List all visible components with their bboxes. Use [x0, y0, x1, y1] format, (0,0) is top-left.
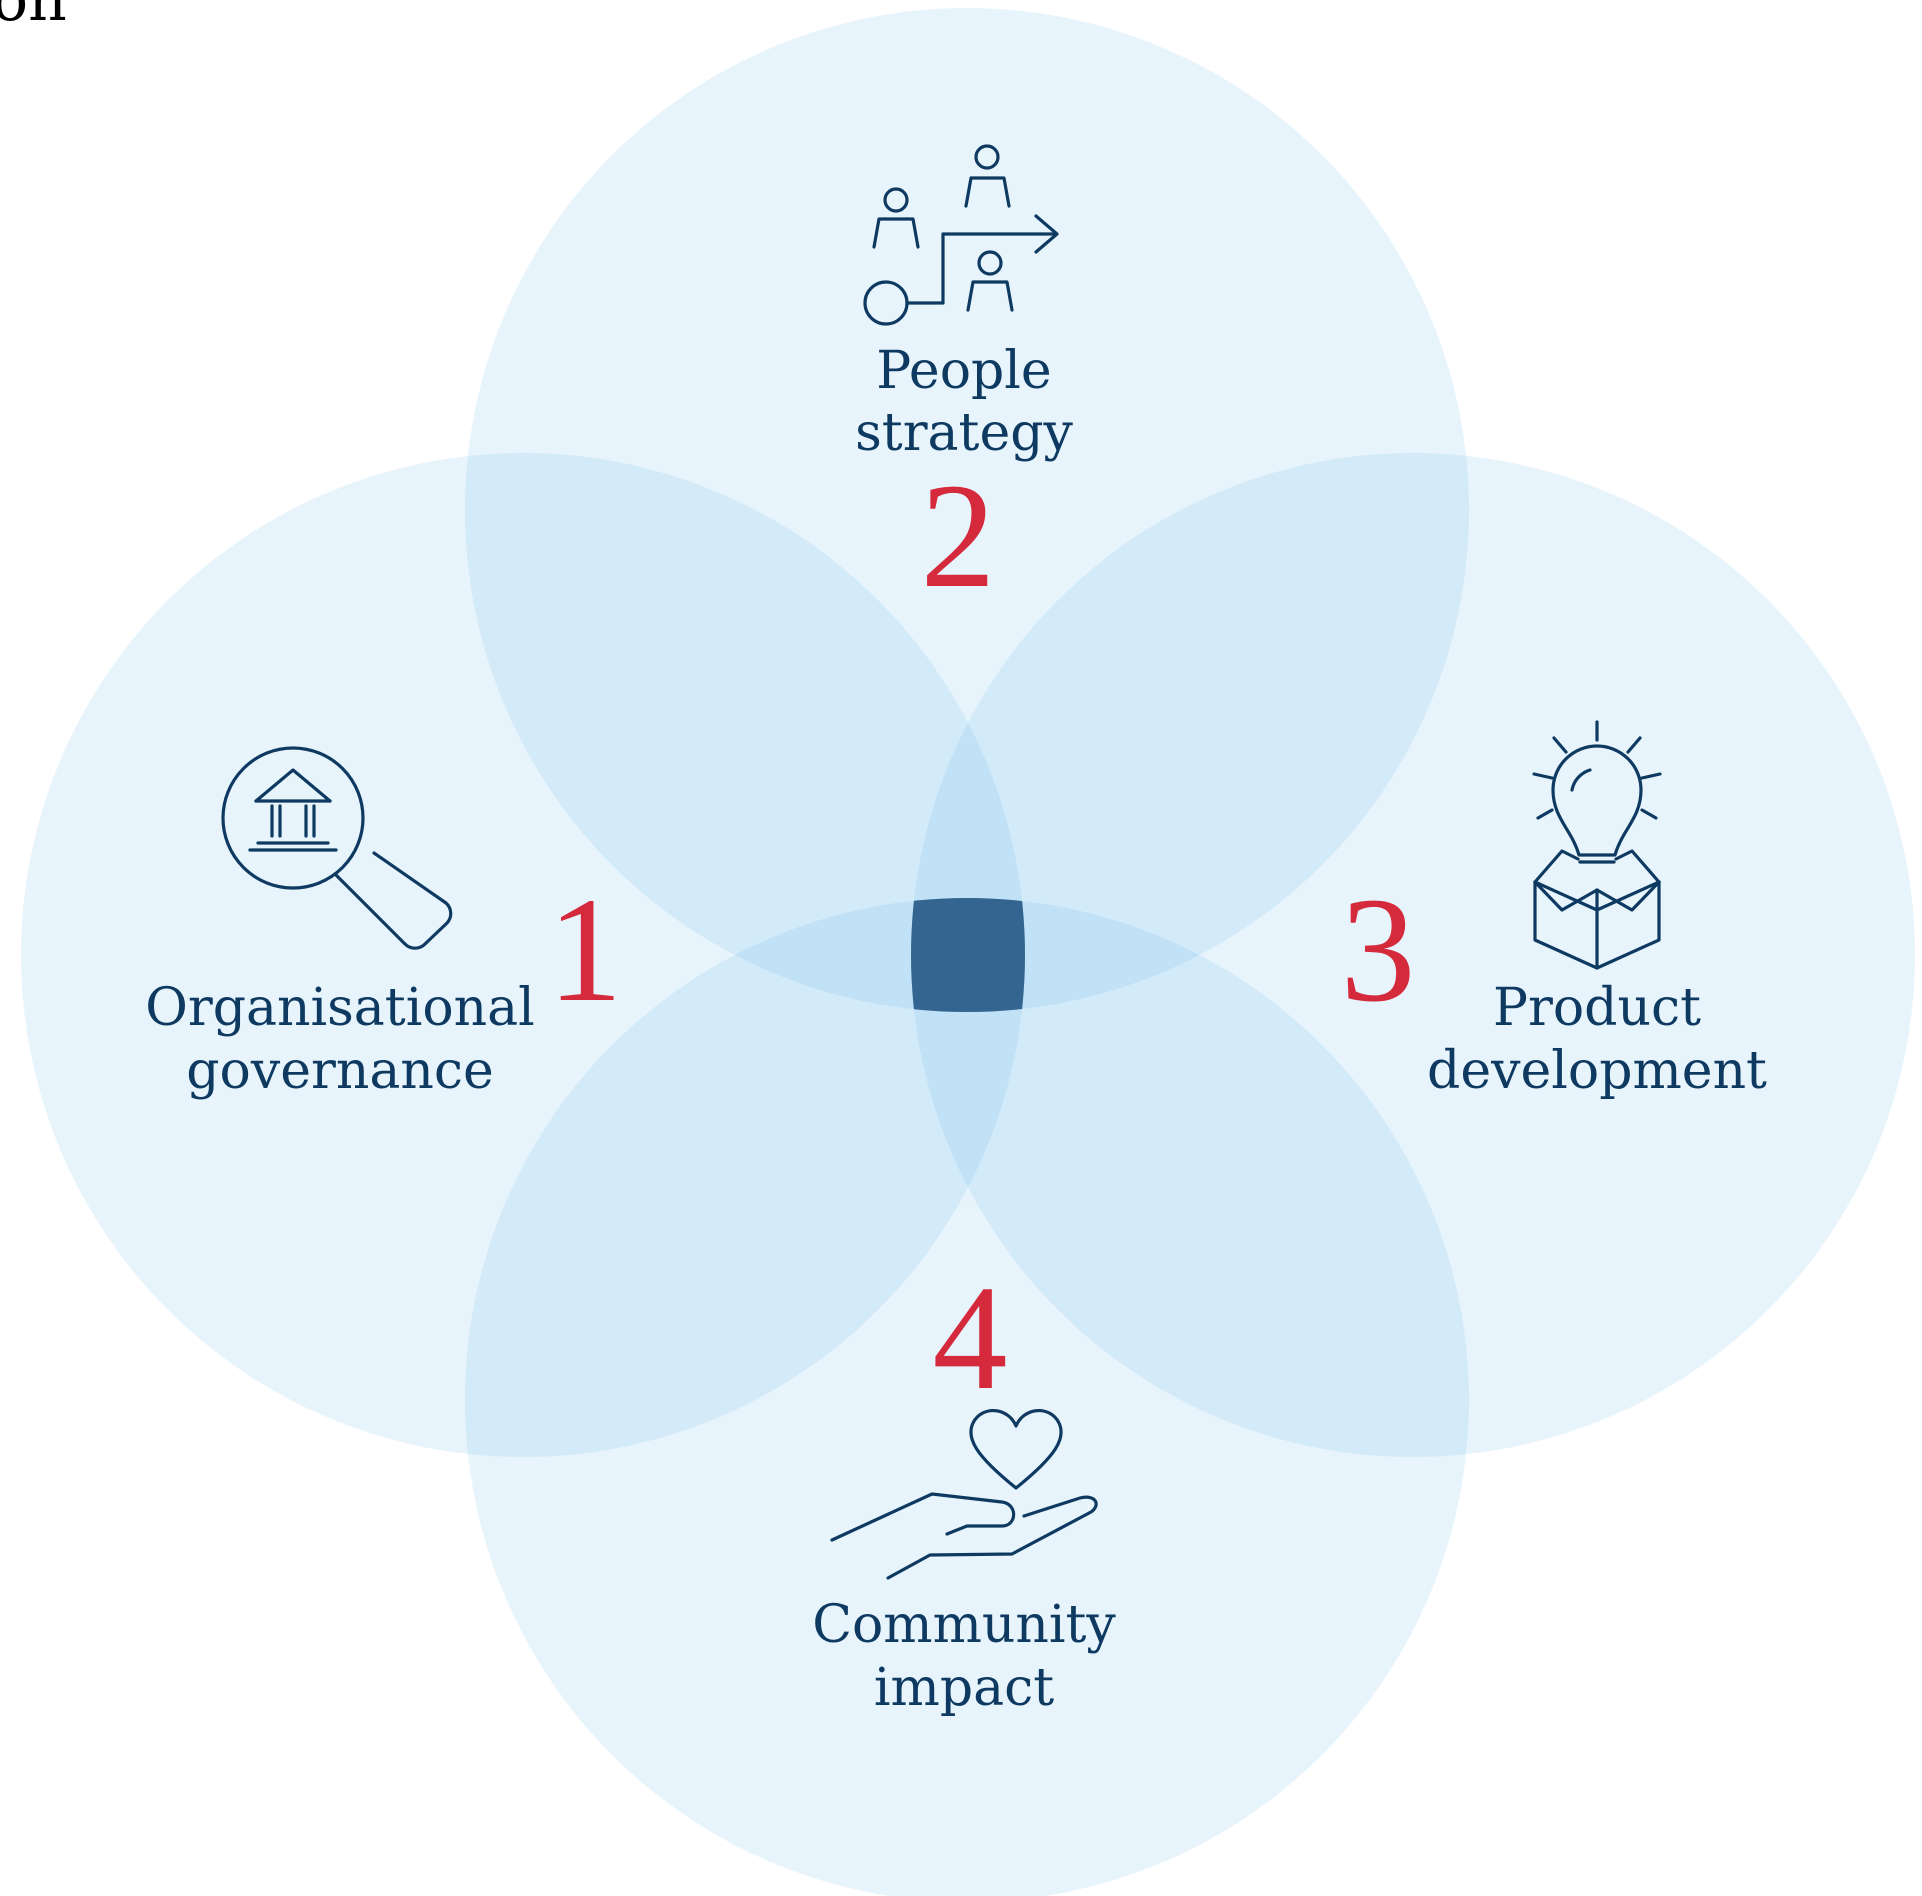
governance-magnifier-icon: [221, 746, 453, 950]
circle-product-development: [911, 453, 1915, 1457]
label-product-development-line1: Product: [1493, 978, 1701, 1038]
label-organisational-governance-line2: governance: [186, 1041, 493, 1101]
circle-organisational-governance: [21, 453, 1025, 1457]
section-people-strategy: People strategy 2: [855, 144, 1074, 619]
label-people-strategy-line2: strategy: [855, 403, 1073, 463]
number-2: 2: [921, 453, 996, 619]
label-community-impact-line2: impact: [874, 1658, 1054, 1718]
corner-text-fragment: on: [0, 0, 67, 35]
number-3: 3: [1341, 867, 1416, 1033]
section-organisational-governance: Organisational governance 1: [145, 746, 623, 1101]
circle-people-strategy: [465, 8, 1469, 1012]
label-people-strategy-line1: People: [876, 341, 1051, 401]
number-4: 4: [933, 1255, 1008, 1421]
label-organisational-governance-line1: Organisational: [145, 978, 535, 1038]
number-1: 1: [548, 867, 623, 1033]
section-community-impact: 4 Community impact: [812, 1255, 1116, 1718]
label-product-development-line2: development: [1427, 1041, 1767, 1101]
label-community-impact-line1: Community: [812, 1595, 1116, 1655]
people-strategy-icon: [863, 144, 1059, 326]
section-product-development: Product development 3: [1341, 720, 1767, 1101]
lightbulb-box-icon: [1532, 720, 1662, 970]
circle-community-impact: [465, 898, 1469, 1896]
heart-hand-icon: [830, 1408, 1098, 1580]
circles-group: [21, 8, 1915, 1896]
